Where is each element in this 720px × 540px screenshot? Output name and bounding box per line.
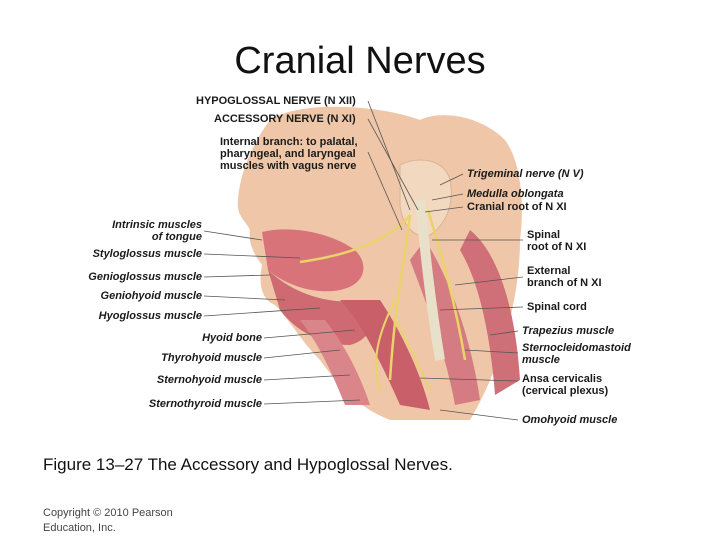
label-trigeminal-nerve: Trigeminal nerve (N V) [467,168,584,180]
label-spinal-cord: Spinal cord [527,301,587,313]
label-accessory-nerve: ACCESSORY NERVE (N XI) [214,113,356,125]
label-external-branch-line2: branch of N XI [527,277,602,289]
copyright-notice: Copyright © 2010 Pearson Education, Inc. [43,506,203,536]
label-scm-line2: muscle [522,354,560,366]
label-geniohyoid: Geniohyoid muscle [60,290,202,302]
label-hypoglossal-nerve: HYPOGLOSSAL NERVE (N XII) [196,95,356,107]
label-medulla-oblongata: Medulla oblongata [467,188,564,200]
label-ansa-cervicalis-line1: Ansa cervicalis [522,373,602,385]
label-ansa-cervicalis-line2: (cervical plexus) [522,385,608,397]
label-genioglossus: Genioglossus muscle [60,271,202,283]
label-internal-branch-line1: Internal branch: to palatal, [220,136,358,148]
label-internal-branch-line2: pharyngeal, and laryngeal [220,148,356,160]
label-spinal-root-line1: Spinal [527,229,560,241]
label-external-branch-line1: External [527,265,570,277]
label-intrinsic-muscles-line1: Intrinsic muscles [60,219,202,231]
label-scm-line1: Sternocleidomastoid [522,342,631,354]
copyright-line1: Copyright © 2010 Pearson [43,506,203,521]
label-cranial-root: Cranial root of N XI [467,201,567,213]
label-intrinsic-muscles-line2: of tongue [60,231,202,243]
label-internal-branch-line3: muscles with vagus nerve [220,160,356,172]
label-omohyoid: Omohyoid muscle [522,414,617,426]
label-hyoid-bone: Hyoid bone [120,332,262,344]
label-sternohyoid: Sternohyoid muscle [120,374,262,386]
label-hyoglossus: Hyoglossus muscle [60,310,202,322]
copyright-line2: Education, Inc. [43,521,203,536]
label-trapezius: Trapezius muscle [522,325,614,337]
label-thyrohyoid: Thyrohyoid muscle [120,352,262,364]
figure-caption: Figure 13–27 The Accessory and Hypogloss… [43,455,453,475]
label-sternothyroid: Sternothyroid muscle [100,398,262,410]
label-styloglossus: Styloglossus muscle [60,248,202,260]
label-spinal-root-line2: root of N XI [527,241,586,253]
